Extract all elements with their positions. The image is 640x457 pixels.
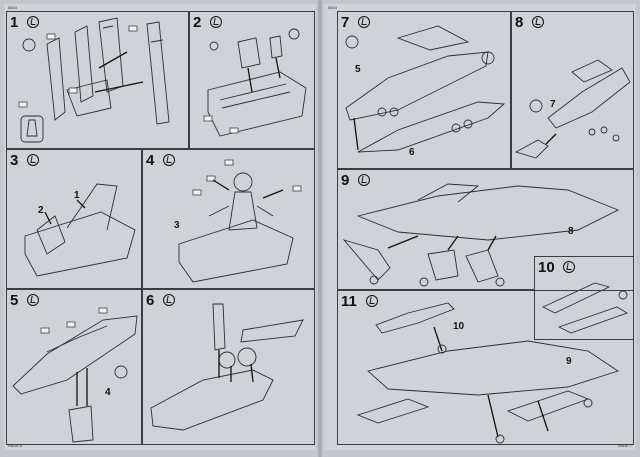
step-check-icon (210, 16, 222, 28)
seat-detail-frame (20, 115, 44, 143)
paint-tin-icon (114, 365, 128, 379)
paint-tin-icon (529, 99, 543, 113)
step-check-icon (563, 261, 575, 273)
step-number: 5 (10, 292, 19, 309)
step-11-panel: 11 10 9 (337, 290, 634, 445)
step-3-drawing (24, 183, 136, 277)
callout-part: 7 (550, 99, 556, 110)
step-11-drawing (356, 302, 620, 444)
callout-part: 8 (568, 226, 574, 237)
step-2-panel: 2 (189, 11, 315, 149)
step-4-panel: 4 3 (142, 149, 315, 289)
pilot-figure-head (233, 172, 253, 192)
callout-part: 4 (105, 387, 111, 398)
step-8-drawing (514, 59, 631, 159)
callout-part: 3 (174, 220, 180, 231)
step-9-drawing (342, 183, 620, 287)
step-number: 11 (341, 293, 357, 310)
step-5-drawing (12, 307, 138, 443)
step-check-icon (27, 294, 39, 306)
step-number: 9 (341, 172, 350, 189)
step-number: 2 (193, 14, 202, 31)
step-5-panel: 5 4 (6, 289, 142, 445)
step-number: 4 (146, 152, 155, 169)
step-7-drawing (345, 25, 506, 153)
page-right: 5804 7 5 6 8 7 (324, 4, 636, 450)
step-10-panel: 10 (534, 256, 634, 340)
step-4-drawing (178, 159, 302, 283)
page-gutter (318, 0, 322, 457)
step-1-panel: 1 (6, 11, 189, 149)
step-1-drawing (18, 17, 170, 143)
step-check-icon (27, 16, 39, 28)
step-number: 3 (10, 152, 19, 169)
kit-code-left: 5804 (8, 5, 17, 10)
page-number-right: PAGE 7 (617, 443, 632, 448)
step-2-drawing (203, 28, 307, 137)
step-number: 1 (10, 14, 19, 31)
step-8-panel: 8 7 (511, 11, 634, 169)
step-number: 7 (341, 14, 350, 31)
callout-part: 9 (566, 356, 572, 367)
step-7-panel: 7 5 6 (337, 11, 511, 169)
step-6-panel: 6 (142, 289, 315, 445)
step-6-drawing (150, 303, 304, 431)
paint-tin-icon (22, 38, 36, 52)
step-number: 8 (515, 14, 524, 31)
step-check-icon (27, 154, 39, 166)
paint-tin-icon (345, 35, 359, 49)
step-check-icon (366, 295, 378, 307)
step-9-panel: 9 8 (337, 169, 634, 290)
step-check-icon (532, 16, 544, 28)
page-number-left: PAGE 6 (8, 443, 23, 448)
page-left: 5804 1 2 (4, 4, 316, 450)
kit-code-right: 5804 (328, 5, 337, 10)
step-10-drawing (541, 282, 629, 334)
callout-part: 10 (453, 321, 465, 332)
step-3-panel: 3 1 2 (6, 149, 142, 289)
step-check-icon (358, 16, 370, 28)
callout-part: 6 (409, 147, 415, 158)
callout-part: 1 (74, 190, 80, 201)
step-number: 10 (538, 259, 555, 276)
callout-part: 2 (38, 205, 44, 216)
step-check-icon (163, 294, 175, 306)
step-check-icon (163, 154, 175, 166)
step-check-icon (358, 174, 370, 186)
step-number: 6 (146, 292, 155, 309)
callout-part: 5 (355, 64, 361, 75)
